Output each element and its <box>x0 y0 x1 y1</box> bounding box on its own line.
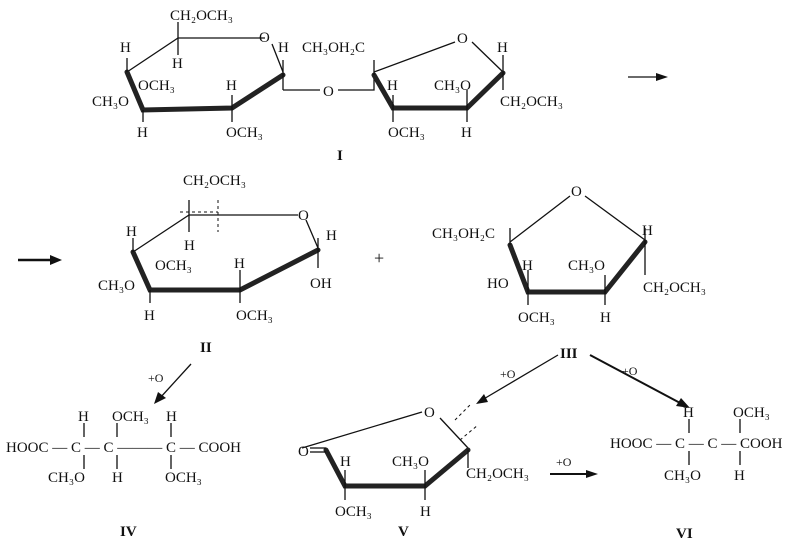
I-h: H <box>278 40 289 56</box>
I-h: H <box>137 125 148 141</box>
compound-label-V: V <box>398 524 409 540</box>
arrow-II-to-IV: +O <box>148 363 192 404</box>
V-ch3o: CH₃O <box>392 454 429 470</box>
arrow-III-to-VI: +O <box>589 354 690 408</box>
IV-och3: OCH₃ <box>112 409 149 425</box>
II-h: H <box>126 224 137 240</box>
I-h: H <box>387 78 398 94</box>
oxidation-label: +O <box>622 364 638 378</box>
IV-h: H <box>166 409 177 425</box>
VI-ch3o: CH₃O <box>664 468 701 484</box>
V-h: H <box>340 454 351 470</box>
compound-I: CH₂OCH₃ H H O H OCH₃ CH₃O H H OCH₃ O CH₃… <box>92 8 563 164</box>
arrow-III-to-V: +O <box>476 354 559 404</box>
V-ring-oxygen: O <box>424 405 435 421</box>
furanose-ring-I <box>371 41 506 122</box>
V-och3: OCH₃ <box>335 504 372 520</box>
I-furanose-oxygen: O <box>457 31 468 47</box>
II-h: H <box>144 308 155 324</box>
II-h: H <box>184 238 195 254</box>
I-ch2och3: CH₂OCH₃ <box>500 94 563 110</box>
I-och3: OCH₃ <box>388 125 425 141</box>
V-h: H <box>420 504 431 520</box>
compound-label-IV: IV <box>120 524 137 540</box>
I-h: H <box>120 40 131 56</box>
III-h: H <box>642 223 653 239</box>
IV-h: H <box>112 470 123 486</box>
V-ketone-oxygen: O <box>298 444 309 460</box>
compound-III: CH₃OH₂C O H H CH₃O HO CH₂OCH₃ OCH₃ H III <box>432 184 706 362</box>
II-ch2och3: CH₂OCH₃ <box>183 173 246 189</box>
arrow-continue <box>18 255 62 265</box>
I-h: H <box>226 78 237 94</box>
IV-main-chain: HOOC — C — C ——— C — COOH <box>6 440 241 456</box>
I-h: H <box>172 56 183 72</box>
III-h: H <box>522 258 533 274</box>
compound-label-II: II <box>200 340 212 356</box>
VI-h: H <box>683 405 694 421</box>
V-ch2och3: CH₂OCH₃ <box>466 466 529 482</box>
III-ch2och3: CH₂OCH₃ <box>643 280 706 296</box>
oxidation-label: +O <box>148 371 164 385</box>
I-glycosidic-oxygen: O <box>323 84 334 100</box>
IV-h: H <box>78 409 89 425</box>
plus-sign: + <box>374 248 384 268</box>
arrow-V-to-VI: +O <box>550 455 598 478</box>
I-och3: OCH₃ <box>226 125 263 141</box>
I-h: H <box>497 40 508 56</box>
I-ch3o: CH₃O <box>92 94 129 110</box>
arrow-right <box>628 73 668 81</box>
II-oh: OH <box>310 276 332 292</box>
I-och3: OCH₃ <box>138 78 175 94</box>
compound-label-VI: VI <box>676 526 693 542</box>
III-h: H <box>600 310 611 326</box>
II-h: H <box>326 228 337 244</box>
II-och3: OCH₃ <box>155 258 192 274</box>
compound-II: CH₂OCH₃ O H H H OCH₃ CH₃O OH H H OCH₃ II <box>98 173 337 356</box>
I-ch3o: CH₃O <box>434 78 471 94</box>
IV-och3: OCH₃ <box>165 470 202 486</box>
compound-V: O O H CH₃O CH₂OCH₃ OCH₃ H V <box>298 404 529 540</box>
II-h: H <box>234 256 245 272</box>
I-ch2och3: CH₂OCH₃ <box>170 8 233 24</box>
III-ring-oxygen: O <box>571 184 582 200</box>
VI-main-chain: HOOC — C — C — COOH <box>610 436 783 452</box>
oxidation-label: +O <box>500 367 516 381</box>
VI-och3: OCH₃ <box>733 405 770 421</box>
III-ch3oh2c: CH₃OH₂C <box>432 226 495 242</box>
II-ring-oxygen: O <box>298 208 309 224</box>
I-h: H <box>461 125 472 141</box>
compound-IV: H OCH₃ H HOOC — C — C ——— C — COOH CH₃O … <box>6 409 241 540</box>
compound-label-I: I <box>337 148 343 164</box>
I-ring-oxygen: O <box>259 30 270 46</box>
II-ch3o: CH₃O <box>98 278 135 294</box>
oxidation-label: +O <box>556 455 572 469</box>
III-ch3o: CH₃O <box>568 258 605 274</box>
compound-VI: H OCH₃ HOOC — C — C — COOH CH₃O H VI <box>610 405 783 542</box>
VI-h: H <box>734 468 745 484</box>
III-ho: HO <box>487 276 509 292</box>
compound-label-III: III <box>560 346 578 362</box>
pyranose-ring-I <box>124 22 375 122</box>
I-ch3oh2c: CH₃OH₂C <box>302 40 365 56</box>
II-och3: OCH₃ <box>236 308 273 324</box>
III-och3: OCH₃ <box>518 310 555 326</box>
IV-ch3o: CH₃O <box>48 470 85 486</box>
